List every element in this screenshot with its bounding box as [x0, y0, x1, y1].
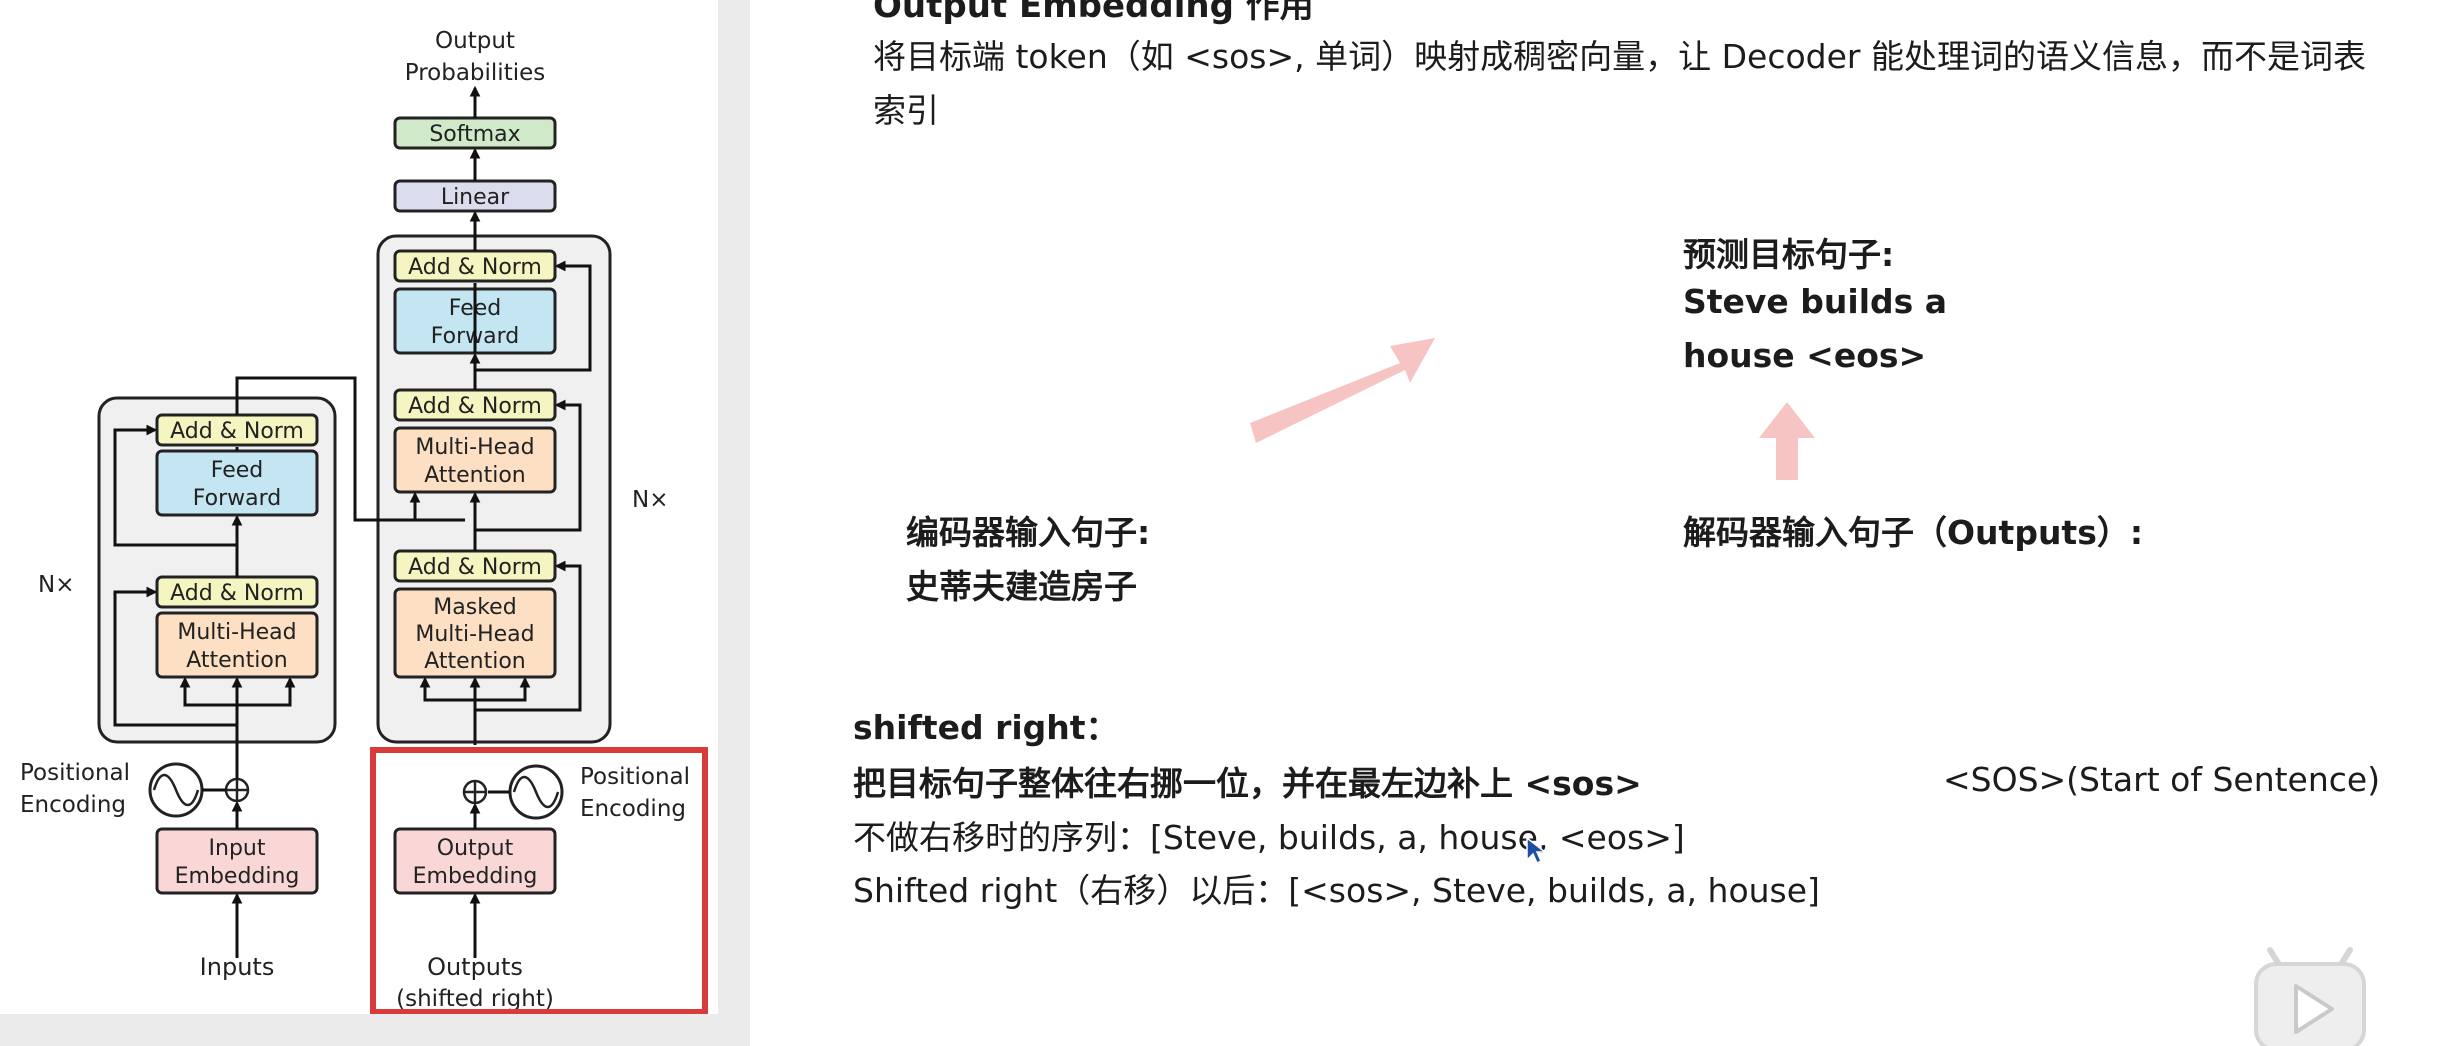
linear-label: Linear: [441, 185, 510, 210]
encoder-feed-forward-line1: Feed: [211, 458, 264, 483]
encoder-to-prediction-arrow: [1250, 338, 1435, 443]
encoder-positional-wave-icon: [148, 762, 204, 818]
decoder-nx-label: N×: [632, 487, 668, 513]
decoder-mha-line2: Attention: [424, 463, 526, 488]
transformer-diagram: Softmax Linear Output Probabilities Add …: [0, 0, 718, 1014]
softmax-label: Softmax: [429, 122, 520, 147]
decoder-to-prediction-arrow: [1759, 402, 1815, 480]
shifted-sequence: Shifted right（右移）以后：[<sos>, Steve, build…: [853, 871, 1820, 910]
output-probabilities-line2: Probabilities: [405, 60, 546, 86]
output-embedding-highlight: [370, 747, 708, 1014]
encoder-add-norm-top-label: Add & Norm: [170, 419, 304, 444]
play-icon[interactable]: [2294, 984, 2334, 1034]
encoder-input-sentence: 史蒂夫建造房子: [906, 567, 1137, 606]
encoder-feed-forward-line2: Forward: [193, 486, 281, 511]
outputs-label-line2: (shifted right): [396, 986, 554, 1012]
masked-attention-line3: Attention: [424, 649, 526, 674]
transformer-architecture-figure: Softmax Linear Output Probabilities Add …: [20, 28, 708, 1014]
decoder-add-norm-low-label: Add & Norm: [408, 555, 542, 580]
no-shift-sequence: 不做右移时的序列：[Steve, builds, a, house, <eos>…: [853, 818, 1685, 857]
input-embedding-line2: Embedding: [175, 864, 300, 889]
masked-attention-line1: Masked: [433, 595, 516, 620]
predict-line1: Steve builds a: [1683, 282, 1948, 321]
predict-label: 预测目标句子:: [1683, 235, 1895, 274]
embedding-desc-line2: 索引: [873, 91, 939, 130]
output-embedding-line2: Embedding: [413, 864, 538, 889]
encoder-positional-line1: Positional: [20, 760, 130, 786]
sos-note: <SOS>(Start of Sentence): [1943, 760, 2381, 799]
encoder-nx-label: N×: [38, 572, 74, 598]
mouse-cursor-icon: [1526, 836, 1547, 865]
embedding-desc-line1: 将目标端 token（如 <sos>, 单词）映射成稠密向量，让 Decoder…: [873, 37, 2366, 76]
encoder-add-norm-low-label: Add & Norm: [170, 581, 304, 606]
masked-attention-line2: Multi-Head: [415, 622, 534, 647]
encoder-mha-line1: Multi-Head: [177, 620, 296, 645]
encoder-positional-line2: Encoding: [20, 792, 126, 818]
diagram-panel: Softmax Linear Output Probabilities Add …: [0, 0, 750, 1046]
output-probabilities-line1: Output: [435, 28, 515, 54]
video-play-button[interactable]: [2252, 946, 2368, 1046]
output-embedding-line1: Output: [437, 836, 514, 861]
decoder-mha-line1: Multi-Head: [415, 435, 534, 460]
shifted-right-title: shifted right：: [853, 708, 1119, 747]
encoder-input-label: 编码器输入句子:: [906, 513, 1151, 552]
decoder-positional-line1: Positional: [580, 764, 690, 790]
embedding-heading: Output Embedding 作用: [873, 0, 1314, 26]
decoder-add-norm-top-label: Add & Norm: [408, 255, 542, 280]
predict-line2: house <eos>: [1683, 336, 1927, 375]
input-embedding-line1: Input: [209, 836, 266, 861]
decoder-positional-line2: Encoding: [580, 796, 686, 822]
shifted-right-desc: 把目标句子整体往右挪一位，并在最左边补上 <sos>: [853, 764, 1642, 803]
decoder-positional-wave-icon: [508, 764, 564, 820]
decoder-add-norm-mid-label: Add & Norm: [408, 394, 542, 419]
decoder-input-label: 解码器输入句子（Outputs）:: [1683, 513, 2144, 552]
slide-content: Output Embedding 作用 将目标端 token（如 <sos>, …: [750, 0, 2463, 1046]
encoder-mha-line2: Attention: [186, 648, 288, 673]
encoder-add-circle-icon: [224, 777, 250, 803]
decoder-add-circle-icon: [462, 779, 488, 805]
diagram-connectors: [113, 85, 592, 958]
